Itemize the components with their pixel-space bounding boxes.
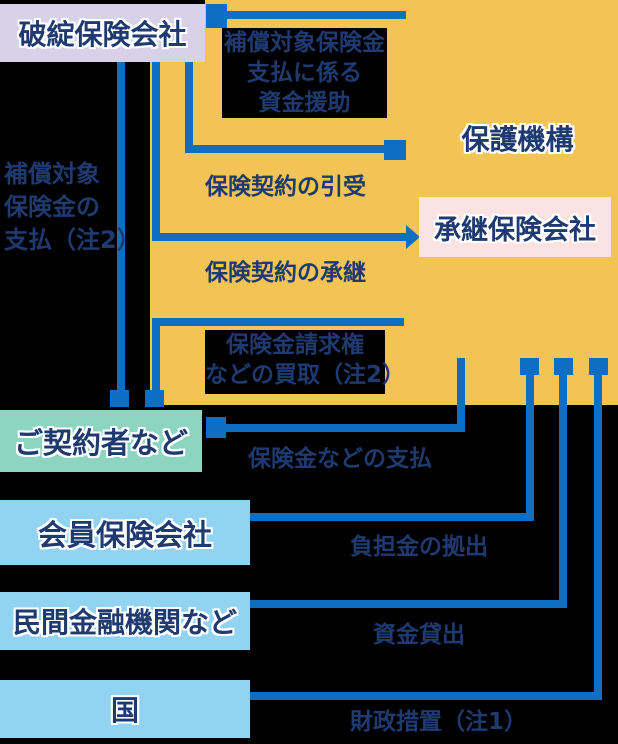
node-government: 国 <box>0 680 250 738</box>
covered-claims-payment-arrow-line <box>117 62 125 392</box>
node-member-insurers: 会員保険会社 <box>0 500 250 565</box>
payout-arrow-cap <box>206 417 226 438</box>
claims-purchase-arrow-vline <box>152 318 160 392</box>
label-covered-claims-line1: 補償対象 <box>4 160 100 188</box>
label-funding-assistance-line1: 補償対象保険金 <box>224 30 385 56</box>
underwriting-arrow-cap <box>384 140 406 160</box>
label-covered-claims-payment: 補償対象 保険金の 支払（注2） <box>4 158 141 257</box>
node-protection-corporation-label: 保護機構 <box>461 123 574 156</box>
label-succession: 保険契約の承継 <box>205 260 366 286</box>
contribution-arrow-vline <box>526 370 534 521</box>
payout-arrow-hline <box>222 424 465 432</box>
label-funding-assistance: 補償対象保険金 支払に係る 資金援助 <box>222 28 387 118</box>
fiscal-arrow-cap <box>589 358 608 375</box>
underwriting-arrow-vline <box>185 62 193 153</box>
lending-arrow-hline <box>250 600 567 608</box>
label-fiscal-measures: 財政措置（注1） <box>350 709 528 735</box>
label-funding-assistance-line2: 支払に係る <box>247 60 362 86</box>
node-protection-corporation: 保護機構 <box>430 118 605 158</box>
underwriting-arrow-hline <box>185 145 385 153</box>
label-claims-purchase-line2: などの買取（注2） <box>205 362 406 388</box>
node-private-financial-institutions-label: 民間金融機関など <box>12 606 237 639</box>
funding-assistance-arrow-line <box>222 11 406 19</box>
label-covered-claims-line3: 支払（注2） <box>4 226 141 254</box>
label-claims-purchase: 保険金請求権 などの買取（注2） <box>205 330 405 394</box>
node-policyholders: ご契約者など <box>0 410 202 472</box>
node-policyholders-label: ご契約者など <box>13 426 188 460</box>
claims-purchase-arrow-hline <box>156 318 404 326</box>
succession-arrow-hline <box>152 233 407 241</box>
label-funding-assistance-line3: 資金援助 <box>258 90 351 116</box>
label-payout: 保険金などの支払 <box>248 446 432 472</box>
label-lending: 資金貸出 <box>373 622 465 648</box>
succession-arrowhead <box>406 225 420 249</box>
node-member-insurers-label: 会員保険会社 <box>37 517 212 552</box>
funding-assistance-arrow-cap <box>206 4 227 28</box>
label-claims-purchase-line1: 保険金請求権 <box>226 332 364 358</box>
node-private-financial-institutions: 民間金融機関など <box>0 592 250 650</box>
node-succeeding-insurer-label: 承継保険会社 <box>434 214 596 246</box>
claims-purchase-arrow-cap <box>145 390 164 407</box>
label-covered-claims-line2: 保険金の <box>4 193 100 221</box>
covered-claims-payment-arrow-cap <box>110 390 129 407</box>
fiscal-arrow-hline <box>250 692 602 700</box>
lending-arrow-cap <box>554 358 573 375</box>
payout-arrow-vline <box>457 358 465 432</box>
node-failed-insurer: 破綻保険会社 <box>0 4 205 62</box>
fiscal-arrow-vline <box>594 370 602 700</box>
contribution-arrow-hline <box>250 513 534 521</box>
succession-arrow-vline <box>152 62 160 241</box>
node-government-label: 国 <box>110 694 139 727</box>
lending-arrow-vline <box>559 370 567 608</box>
node-failed-insurer-label: 破綻保険会社 <box>18 18 187 51</box>
node-succeeding-insurer: 承継保険会社 <box>419 197 611 257</box>
label-contribution: 負担金の拠出 <box>350 534 488 560</box>
label-underwriting: 保険契約の引受 <box>205 174 366 200</box>
contribution-arrow-cap <box>520 358 539 375</box>
